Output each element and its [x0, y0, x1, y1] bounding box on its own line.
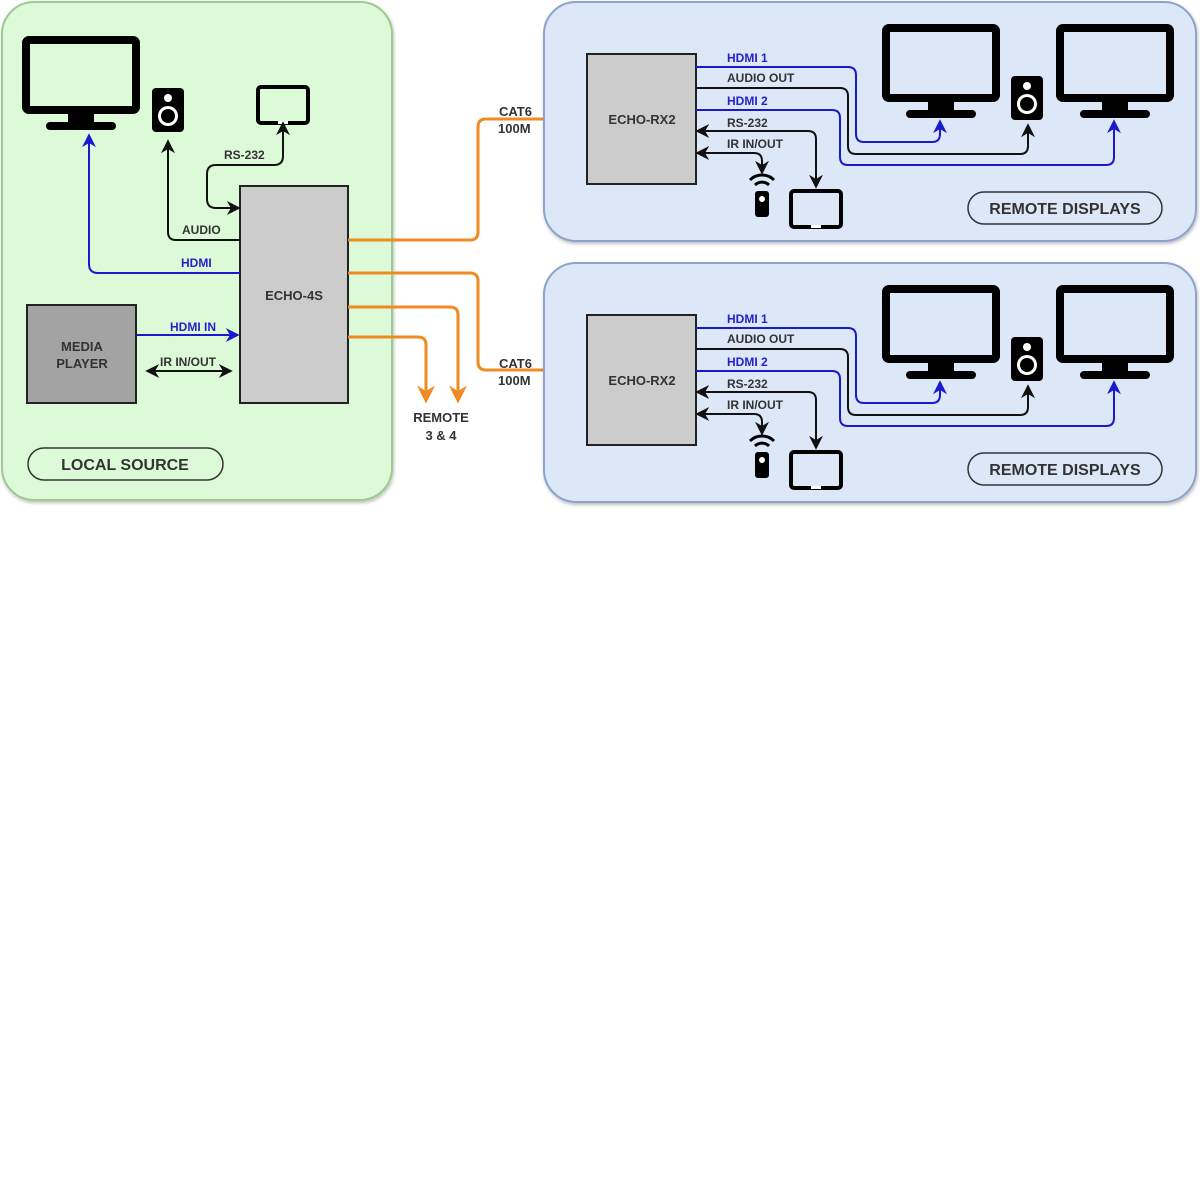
echo-4s-label: ECHO-4S: [265, 288, 323, 303]
remote2-port-ir: IR IN/OUT: [727, 398, 784, 412]
cat6-bottom-label-1: CAT6: [499, 356, 532, 371]
rs232-link-label: RS-232: [224, 148, 265, 162]
local-source-label: LOCAL SOURCE: [61, 457, 189, 474]
local-source-label-pill: LOCAL SOURCE: [27, 447, 224, 481]
remote-displays-panel-2: ECHO-RX2 HDMI 1 AUDIO OUT HDMI 2 RS-232 …: [543, 262, 1197, 503]
remote2-port-hdmi1: HDMI 1: [727, 312, 768, 326]
local-rs232-link: [206, 121, 290, 215]
echo-rx2-device-2[interactable]: ECHO-RX2: [586, 314, 697, 446]
remote2-hdmi2-link: [696, 370, 1121, 427]
ir-link-label: IR IN/OUT: [160, 355, 217, 369]
echo-rx2-device-1[interactable]: ECHO-RX2: [586, 53, 697, 185]
remote1-hdmi2-link: [696, 109, 1121, 166]
remote1-port-hdmi1: HDMI 1: [727, 51, 768, 65]
remote2-label-pill: REMOTE DISPLAYS: [967, 452, 1163, 486]
remote1-rs232-link: [695, 124, 823, 189]
remote1-speaker-icon: [1011, 76, 1043, 120]
remote2-port-rs232: RS-232: [727, 377, 768, 391]
cat6-top-label-1: CAT6: [499, 104, 532, 119]
remote1-label: REMOTE DISPLAYS: [989, 201, 1141, 218]
remote2-label: REMOTE DISPLAYS: [989, 462, 1141, 479]
cat6-top-label-2: 100M: [498, 121, 531, 136]
hdmi-in-label: HDMI IN: [170, 320, 216, 334]
echo-4s-device[interactable]: ECHO-4S: [239, 185, 349, 404]
remote2-rs232-link: [695, 385, 823, 450]
remote-displays-panel-1: ECHO-RX2 HDMI 1 AUDIO OUT HDMI 2 RS-232 …: [543, 1, 1197, 242]
remote2-speaker-icon: [1011, 337, 1043, 381]
media-player-device[interactable]: MEDIA PLAYER: [26, 304, 137, 404]
remote1-ir-link: [695, 146, 769, 175]
remote2-port-audio: AUDIO OUT: [727, 332, 795, 346]
media-player-label-2: PLAYER: [56, 356, 108, 371]
remote-4-link: [348, 335, 435, 404]
cat6-link-top: [348, 110, 588, 242]
remote2-hdmi1-link: [696, 327, 947, 404]
remote-3-link: [348, 305, 467, 404]
local-hdmi-out-link: [82, 133, 240, 274]
echo-rx2-label-1: ECHO-RX2: [608, 112, 675, 127]
remote1-port-ir: IR IN/OUT: [727, 137, 784, 151]
cat6-link-bottom: [348, 271, 588, 379]
local-speaker-icon: [152, 88, 184, 132]
echo-rx2-label-2: ECHO-RX2: [608, 373, 675, 388]
remote1-label-pill: REMOTE DISPLAYS: [967, 191, 1163, 225]
audio-link-label: AUDIO: [182, 223, 221, 237]
remote2-audio-link: [696, 348, 1035, 416]
remote-3-4-label-1: REMOTE: [413, 410, 469, 425]
local-audio-link: [161, 139, 240, 241]
remote2-port-hdmi2: HDMI 2: [727, 355, 768, 369]
remote1-port-hdmi2: HDMI 2: [727, 94, 768, 108]
cat6-bottom-label-2: 100M: [498, 373, 531, 388]
remote1-hdmi1-link: [696, 66, 947, 143]
hdmi-out-label: HDMI: [181, 256, 212, 270]
remote1-audio-link: [696, 87, 1035, 155]
media-player-label-1: MEDIA: [61, 339, 104, 354]
local-source-panel: ECHO-4S MEDIA PLAYER AUDIO RS-232 HDMI H…: [1, 1, 393, 501]
remote1-port-audio: AUDIO OUT: [727, 71, 795, 85]
cat6-links: CAT6 100M CAT6 100M REMOTE 3 & 4: [348, 104, 588, 443]
remote2-ir-link: [695, 407, 769, 436]
remote1-port-rs232: RS-232: [727, 116, 768, 130]
remote-3-4-label-2: 3 & 4: [425, 428, 457, 443]
